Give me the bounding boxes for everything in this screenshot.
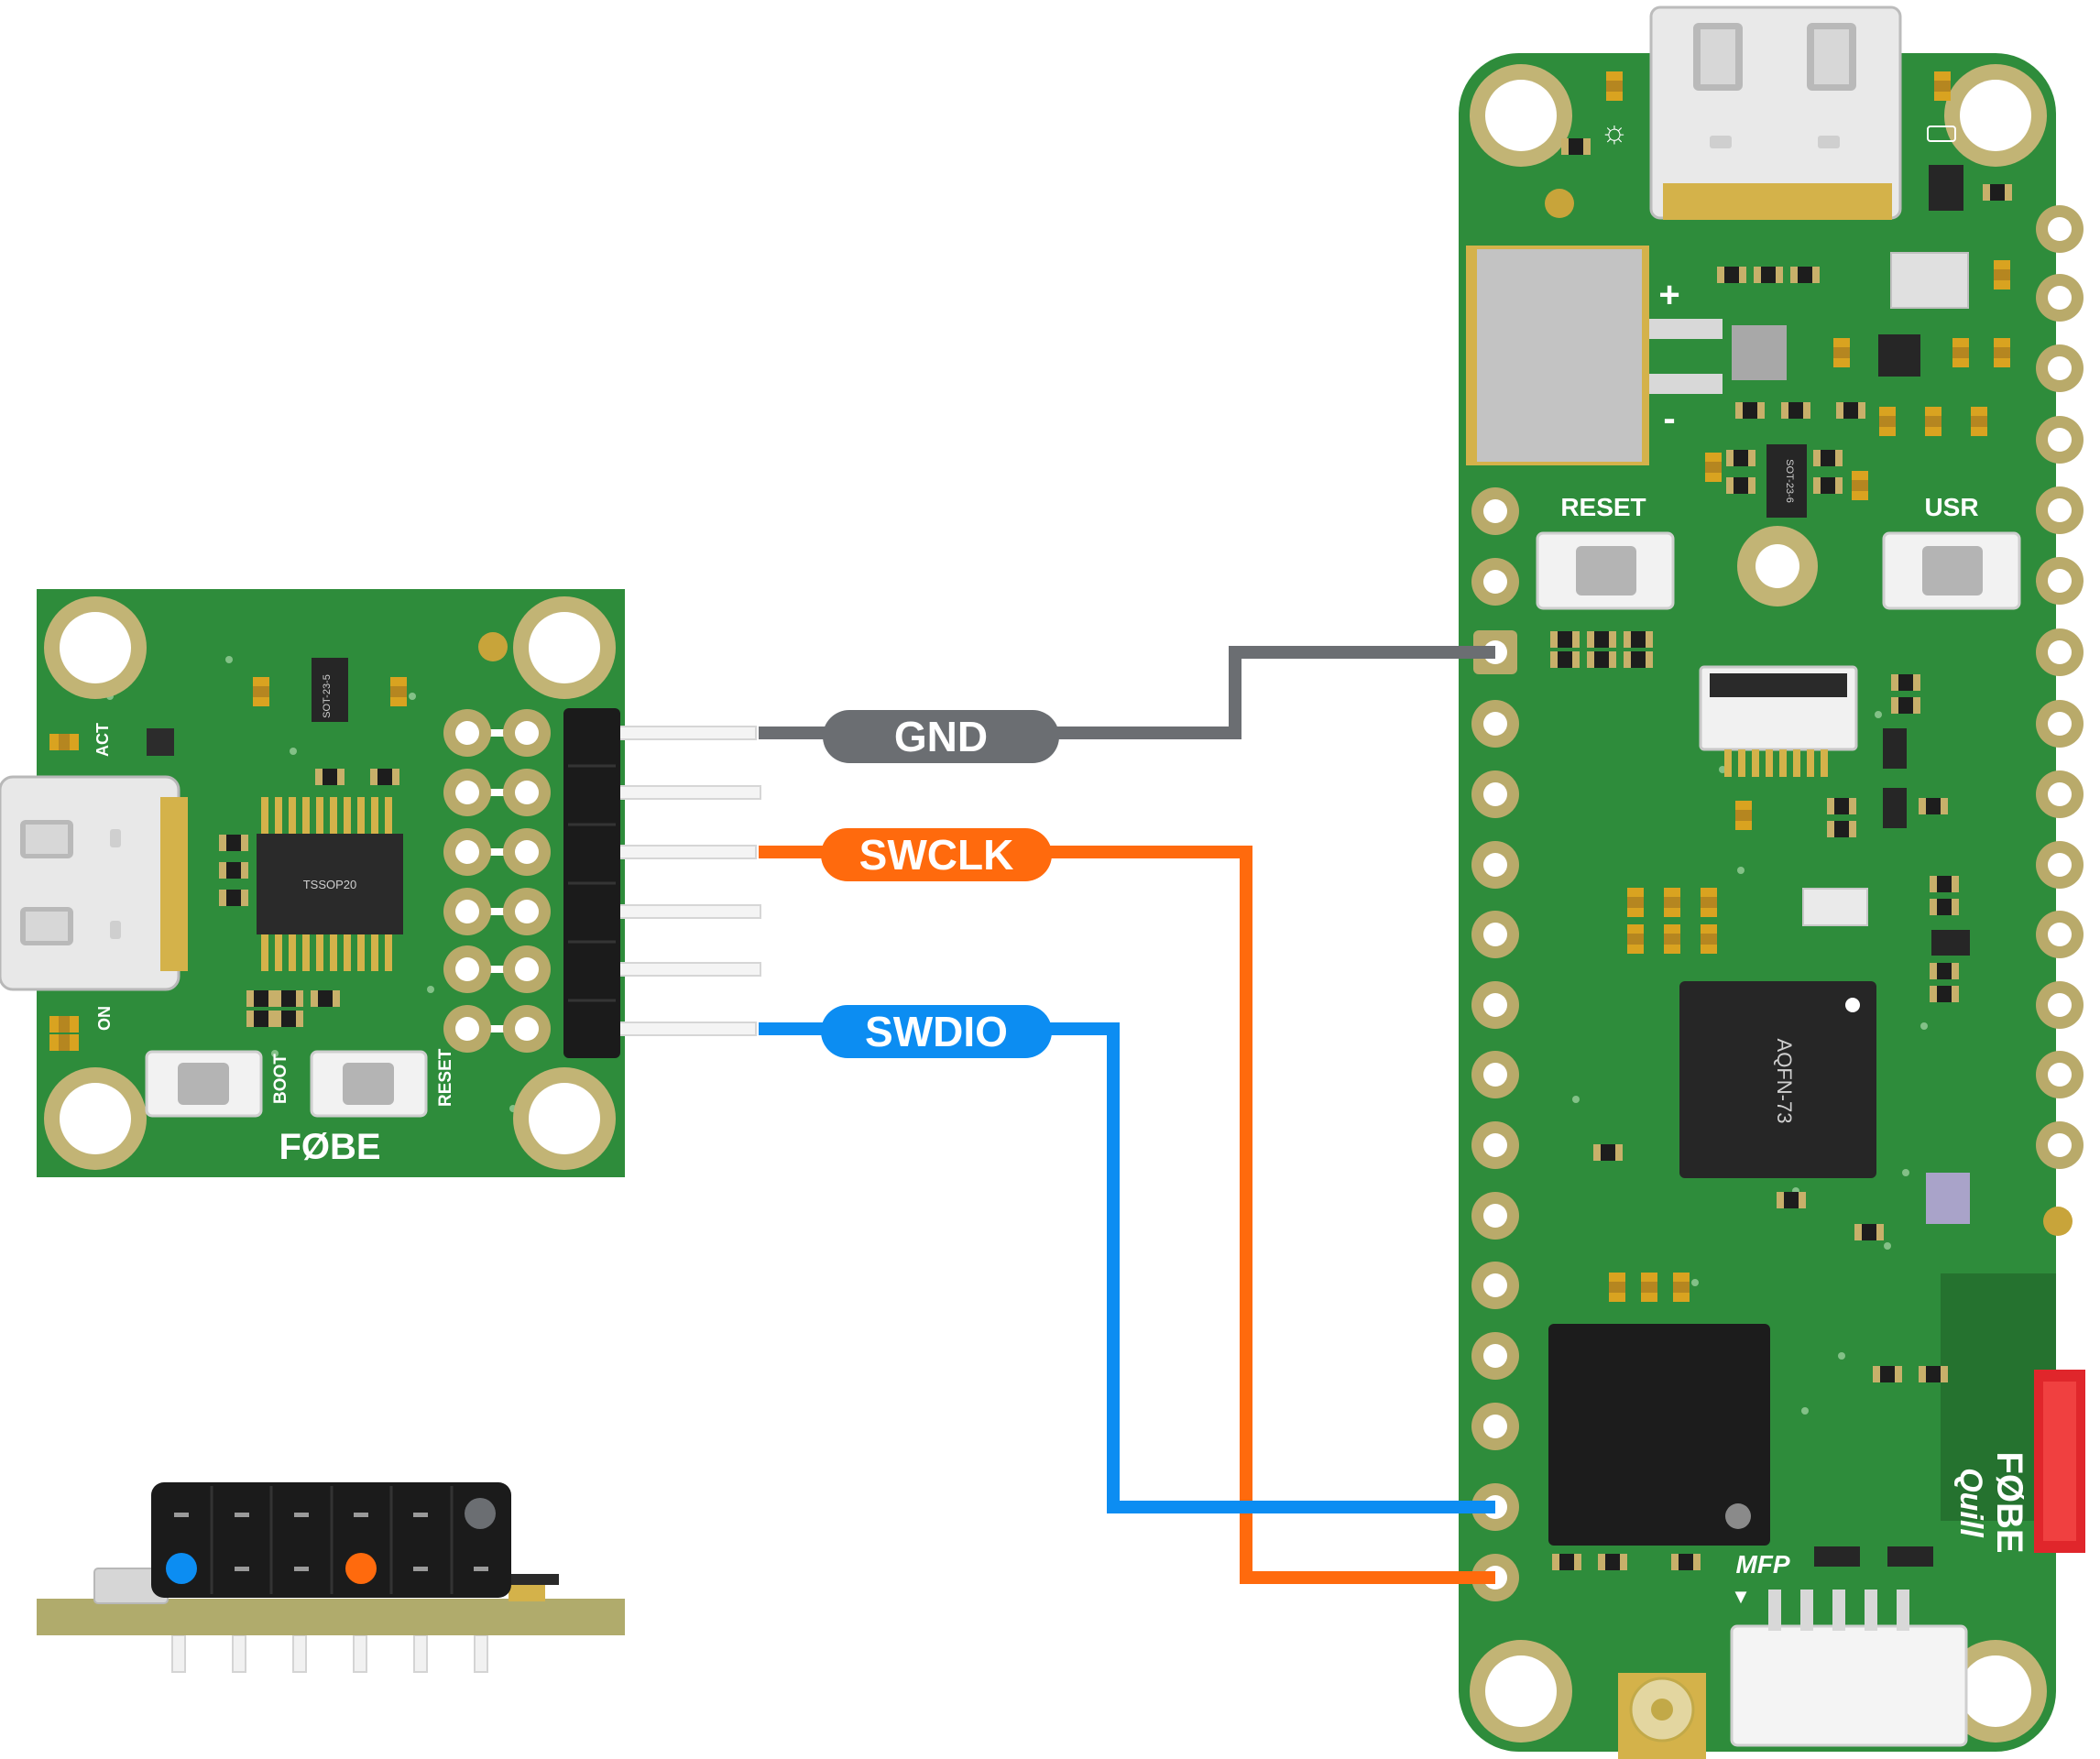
aqfn73-mcu: AQFN-73 [1679, 981, 1876, 1178]
quill-brand-logo: FØBE [1989, 1451, 2029, 1553]
quill-reset-label: RESET [1560, 493, 1646, 521]
debugger-brand-logo: FØBE [279, 1127, 380, 1167]
boot-button[interactable]: BOOT [145, 1050, 290, 1118]
mount-hole [1944, 64, 2047, 167]
quill-usr-button[interactable] [1882, 531, 2021, 610]
boot-label: BOOT [271, 1054, 290, 1104]
ldo-regulator: SOT-23-5 [253, 658, 407, 722]
battery-connector: + - [1466, 246, 1723, 465]
battery-minus-label: - [1663, 399, 1675, 439]
regulator-chip: SOT-23-6 [1766, 444, 1807, 518]
ldo-label: SOT-23-5 [322, 674, 333, 718]
mfp-label: MFP [1735, 1550, 1789, 1579]
debugger-board: ACT ON SOT-23-5 TSSOP20 [0, 589, 625, 1177]
reset-button[interactable]: RESET [310, 1048, 455, 1118]
mount-hole [1470, 1640, 1572, 1743]
wire-swdio-label: SWDIO [865, 1008, 1008, 1055]
pin-header-right-angle [563, 708, 761, 1058]
usb-c-connector [0, 775, 188, 991]
led-on-label: ON [95, 1006, 114, 1031]
battery-led-icon [1927, 126, 1956, 142]
mcu-label: AQFN-73 [1773, 1039, 1796, 1124]
ufl-antenna-connector [1618, 1673, 1706, 1759]
quill-reset-button[interactable] [1536, 531, 1675, 610]
battery-plus-label: + [1658, 275, 1679, 315]
mount-hole [513, 596, 616, 699]
side-swclk-pin-marker [345, 1553, 377, 1584]
power-led-icon: ☼ [1600, 115, 1628, 149]
mfp-connector[interactable] [1730, 1590, 1968, 1747]
regulator-label: SOT-23-6 [1784, 459, 1795, 503]
mount-hole [1470, 64, 1572, 167]
tssop20-chip: TSSOP20 [257, 797, 403, 971]
quill-model-label: Quill [1953, 1468, 1988, 1538]
mount-hole [44, 1067, 147, 1170]
reset-label: RESET [436, 1048, 455, 1107]
flash-chip [1548, 1324, 1770, 1546]
quill-board: ☼ + - SOT-23-6 [1459, 5, 2085, 1759]
wire-swdio: SWDIO [759, 1005, 1495, 1513]
side-gnd-pin-marker [465, 1498, 496, 1529]
led-act-label: ACT [93, 723, 112, 757]
tssop-label: TSSOP20 [303, 878, 357, 891]
side-pcb [37, 1599, 625, 1635]
wire-swclk-label: SWCLK [859, 831, 1014, 879]
wire-swclk: SWCLK [759, 828, 1495, 1584]
fpc-connector [1699, 665, 1858, 777]
side-swdio-pin-marker [166, 1553, 197, 1584]
debugger-side-view [37, 1482, 625, 1673]
quill-usb-c-connector [1649, 5, 1902, 220]
mfp-arrow-icon: ▼ [1731, 1585, 1751, 1608]
mount-hole [513, 1067, 616, 1170]
wire-gnd: GND [759, 646, 1495, 763]
quill-usr-label: USR [1924, 493, 1978, 521]
mount-hole [44, 596, 147, 699]
debugger-swd-pads [443, 709, 551, 1053]
wire-gnd-label: GND [894, 713, 988, 760]
